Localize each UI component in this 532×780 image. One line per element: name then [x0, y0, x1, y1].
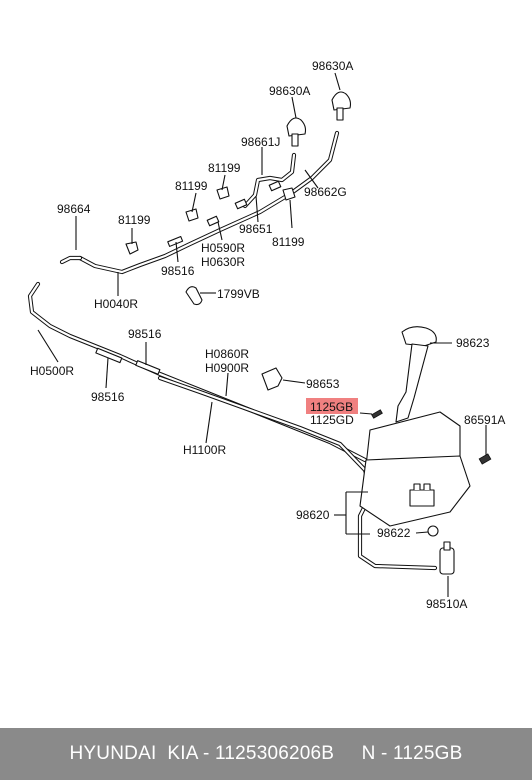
label-h0040r: H0040R [94, 297, 138, 311]
label-81199-a: 81199 [208, 161, 241, 175]
bolt-icon [371, 409, 492, 465]
label-1125gb: 1125GB [310, 400, 353, 414]
label-98664: 98664 [57, 202, 91, 216]
clip-81199-group [125, 186, 296, 255]
leader-lines [37, 72, 487, 597]
label-98653: 98653 [306, 377, 340, 391]
washer-nozzle-icon [286, 91, 352, 147]
label-h0630r: H0630R [201, 255, 245, 269]
washer-pump [439, 541, 455, 575]
label-98516-b: 98516 [128, 327, 162, 341]
label-98510a: 98510A [426, 597, 467, 611]
label-98622: 98622 [377, 526, 411, 540]
footer-caption: HYUNDAI KIA - 1125306206B N - 1125GB [0, 728, 532, 780]
label-h0900r: H0900R [205, 361, 249, 375]
label-h0860r: H0860R [205, 347, 249, 361]
label-81199-d: 81199 [272, 235, 305, 249]
label-81199-c: 81199 [118, 213, 151, 227]
highlight-1125gb [306, 398, 358, 414]
parts-diagram: 98630A 98630A 98661J 81199 81199 98662G … [27, 59, 505, 611]
label-98620: 98620 [296, 508, 330, 522]
label-1125gd: 1125GD [310, 413, 354, 427]
clip-1799vb [185, 286, 203, 306]
label-98661j: 98661J [241, 135, 280, 149]
washer-reservoir [359, 326, 471, 527]
label-h1100r: H1100R [183, 443, 226, 457]
label-81199-b: 81199 [175, 179, 208, 193]
label-98516-a: 98516 [161, 264, 195, 278]
label-98516-c: 98516 [91, 390, 125, 404]
label-98623: 98623 [456, 336, 490, 350]
label-98630a-top: 98630A [312, 59, 353, 73]
hose-connectors [206, 180, 282, 227]
label-98662g: 98662G [304, 185, 347, 199]
grommet-98622 [427, 525, 439, 537]
label-86591a: 86591A [464, 413, 505, 427]
label-1799vb: 1799VB [217, 287, 260, 301]
label-98651: 98651 [239, 222, 273, 236]
upper-hose-assembly [59, 130, 340, 275]
label-h0500r: H0500R [30, 364, 74, 378]
clip-98653 [261, 367, 283, 391]
label-98630a: 98630A [269, 84, 310, 98]
label-h0590r: H0590R [201, 241, 245, 255]
